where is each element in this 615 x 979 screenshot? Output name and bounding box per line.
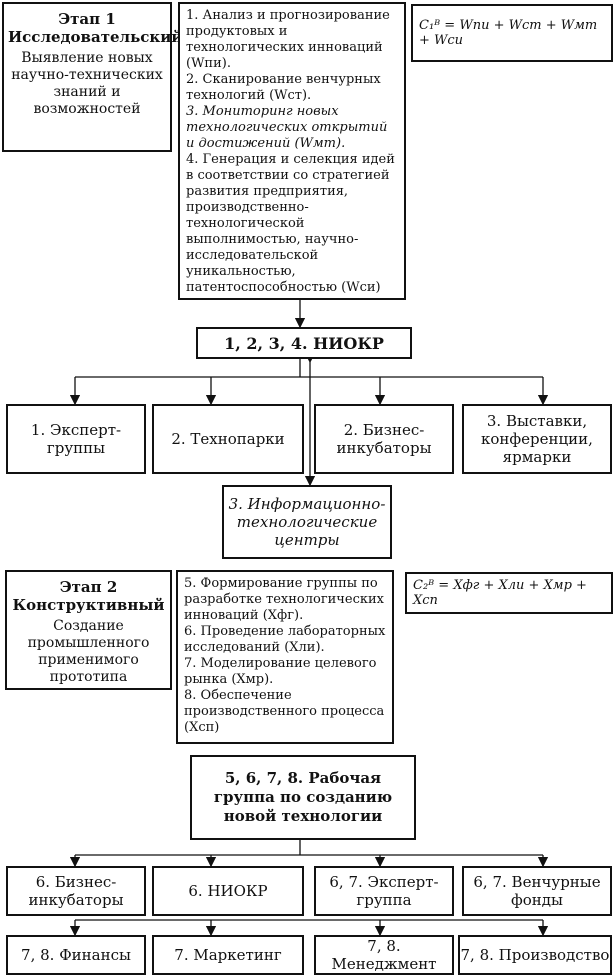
row1-label-1: 1. Эксперт-группы — [30, 421, 122, 457]
list2-item-2: 6. Проведение лабораторных исследований … — [184, 624, 386, 655]
list2-item-4: 8. Обеспечение производственного процесс… — [184, 688, 385, 735]
list1-item-4: 4. Генерация и селекция идей в соответст… — [186, 152, 395, 295]
stage1-subtitle: Исследовательский — [8, 28, 183, 46]
niokr-label: 1, 2, 3, 4. НИОКР — [224, 333, 384, 353]
stage2-subtitle: Конструктивный — [12, 596, 165, 614]
list2-item-3: 7. Моделирование целевого рынка (Xмр). — [184, 656, 377, 687]
row3-production: 7, 8. Производство — [458, 935, 612, 975]
row3-label-4: 7, 8. Производство — [460, 946, 610, 964]
row3-marketing: 7. Маркетинг — [152, 935, 304, 975]
workgroup-box: 5, 6, 7, 8. Рабочая группа по созданию н… — [190, 755, 416, 840]
stage1-text: Выявление новых научно-технических знани… — [11, 50, 163, 117]
list1-item-2: 2. Сканирование венчурных технологий (Wс… — [186, 72, 381, 103]
formula1: C₁ᴮ = Wпи + Wст + Wмт + Wси — [411, 4, 613, 62]
row1-incubators: 2. Бизнес-инкубаторы — [314, 404, 454, 474]
niokr-box: 1, 2, 3, 4. НИОКР — [196, 327, 412, 359]
row2-label-2: 6. НИОКР — [188, 882, 268, 900]
row2-incubators: 6. Бизнес-инкубаторы — [6, 866, 146, 916]
row3-label-3: 7, 8. Менеджмент — [331, 937, 437, 973]
list2-item-1: 5. Формирование группы по разработке тех… — [184, 576, 384, 623]
row1-expert-groups: 1. Эксперт-группы — [6, 404, 146, 474]
stage1-list: 1. Анализ и прогнозирование продуктовых … — [178, 2, 406, 300]
row3-label-1: 7, 8. Финансы — [21, 946, 131, 964]
formula2-text: C₂ᴮ = Xфг + Xли + Xмр + Xсп — [413, 578, 587, 608]
row1-label-2: 2. Технопарки — [171, 430, 285, 448]
row3-label-2: 7. Маркетинг — [174, 946, 282, 964]
row2-expert-group: 6, 7. Эксперт-группа — [314, 866, 454, 916]
list1-item-3: 3. Мониторинг новых технологических откр… — [186, 104, 388, 151]
row2-venture-funds: 6, 7. Венчурные фонды — [462, 866, 612, 916]
info-centers-box: 3. Информационно-технологические центры — [222, 485, 392, 559]
row1-exhibitions: 3. Выставки, конференции, ярмарки — [462, 404, 612, 474]
formula1-text: C₁ᴮ = Wпи + Wст + Wмт + Wси — [419, 18, 598, 48]
row1-label-4: 3. Выставки, конференции, ярмарки — [481, 412, 593, 466]
row1-label-3: 2. Бизнес-инкубаторы — [336, 421, 432, 457]
stage2-text: Создание промышленного применимого прото… — [27, 618, 150, 685]
stage2-list: 5. Формирование группы по разработке тех… — [176, 570, 394, 744]
info-centers-label: 3. Информационно-технологические центры — [228, 495, 386, 549]
row3-finance: 7, 8. Финансы — [6, 935, 146, 975]
row2-label-3: 6, 7. Эксперт-группа — [329, 873, 439, 909]
list1-item-1: 1. Анализ и прогнозирование продуктовых … — [186, 8, 390, 71]
stage2-title: Этап 2 — [59, 578, 118, 596]
row2-label-4: 6, 7. Венчурные фонды — [473, 873, 601, 909]
stage1-title: Этап 1 — [58, 10, 116, 28]
row2-label-1: 6. Бизнес-инкубаторы — [28, 873, 124, 909]
stage1-box: Этап 1 Исследовательский Выявление новых… — [2, 2, 183, 152]
workgroup-label: 5, 6, 7, 8. Рабочая группа по созданию н… — [213, 769, 393, 825]
row3-management: 7, 8. Менеджмент — [314, 935, 454, 975]
stage2-box-main: Этап 2 Конструктивный Создание промышлен… — [5, 570, 172, 690]
row2-niokr: 6. НИОКР — [152, 866, 304, 916]
formula2: C₂ᴮ = Xфг + Xли + Xмр + Xсп — [405, 572, 613, 614]
row1-technoparks: 2. Технопарки — [152, 404, 304, 474]
